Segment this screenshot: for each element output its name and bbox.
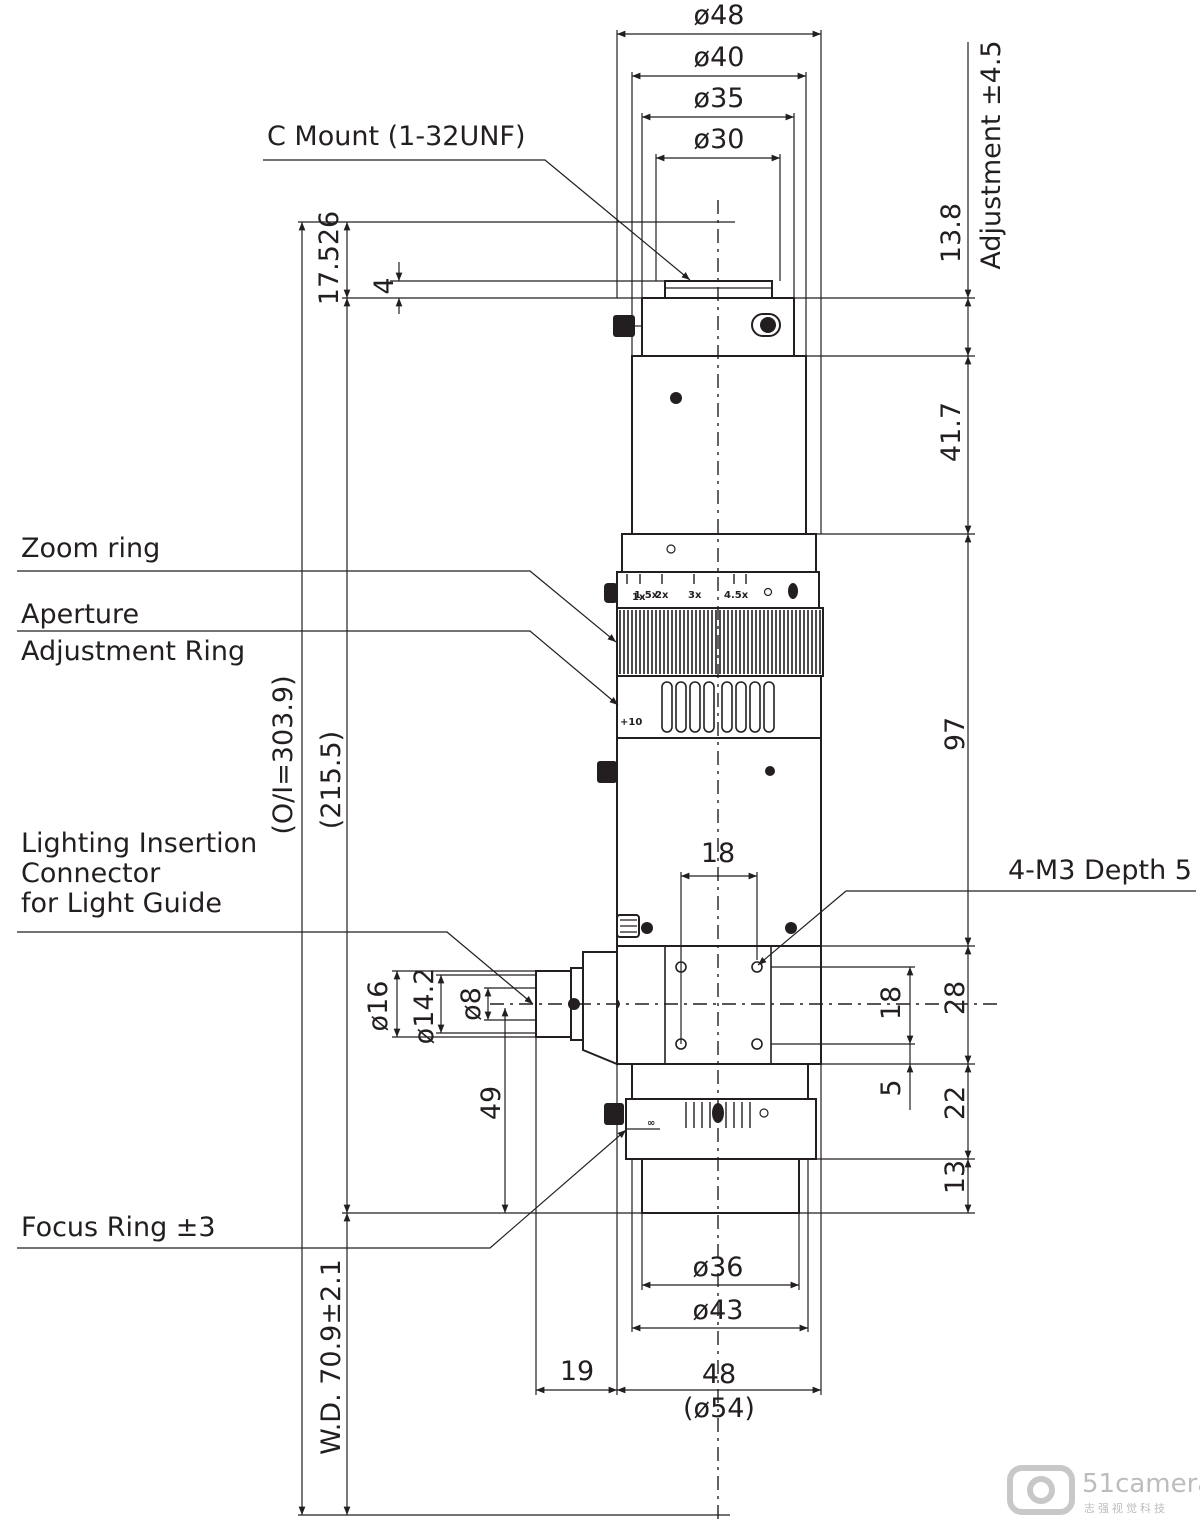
dim-17-526: 17.526 bbox=[314, 211, 345, 305]
front-barrel bbox=[641, 1158, 800, 1214]
dim-oi: (O/I=303.9) bbox=[268, 675, 299, 834]
light-guide-dims: ø16 ø14.2 ø8 49 bbox=[363, 968, 536, 1213]
label-aperture-1: Aperture bbox=[21, 599, 139, 630]
zoom-scale-1x: 1x bbox=[632, 592, 646, 603]
dim-5: 5 bbox=[876, 1079, 907, 1096]
label-lighting-2: Connector bbox=[21, 858, 161, 889]
dim-d43: ø43 bbox=[693, 1295, 744, 1326]
dim-18-vertical: 18 bbox=[876, 986, 907, 1020]
focus-mark: ∞ bbox=[647, 1118, 655, 1129]
dim-215-5: (215.5) bbox=[316, 731, 347, 829]
label-m3-holes: 4-M3 Depth 5 bbox=[1008, 855, 1192, 886]
dim-4: 4 bbox=[369, 277, 400, 294]
focus-collar bbox=[631, 1063, 809, 1100]
dim-wd: W.D. 70.9±2.1 bbox=[316, 1259, 347, 1455]
dim-13-8: 13.8 bbox=[936, 203, 967, 263]
dim-28: 28 bbox=[940, 981, 971, 1015]
dim-adjustment: Adjustment ±4.5 bbox=[976, 40, 1007, 269]
dim-d40: ø40 bbox=[694, 42, 745, 73]
dim-48-bottom: 48 bbox=[702, 1359, 736, 1390]
aperture-mark: +10 bbox=[620, 717, 642, 728]
dim-d14-2: ø14.2 bbox=[409, 968, 440, 1045]
label-lighting-1: Lighting Insertion bbox=[21, 828, 257, 859]
top-diameter-dims: ø48 ø40 ø35 ø30 bbox=[616, 0, 822, 534]
label-zoom-ring: Zoom ring bbox=[21, 533, 160, 564]
dim-d8: ø8 bbox=[456, 987, 487, 1021]
dim-41-7: 41.7 bbox=[936, 402, 967, 462]
light-guide-connector bbox=[535, 951, 618, 1066]
lens-body: 1x 1.5x 2x 3x 4.5x +10 bbox=[535, 280, 824, 1214]
watermark-main: 51camera bbox=[1082, 1469, 1200, 1499]
label-c-mount: C Mount (1-32UNF) bbox=[267, 121, 525, 152]
bottom-diameter-dims: ø36 ø43 19 48 (ø54) bbox=[535, 1037, 822, 1424]
dim-d36: ø36 bbox=[693, 1252, 744, 1283]
label-focus-ring: Focus Ring ±3 bbox=[21, 1212, 216, 1243]
zoom-ring-top bbox=[621, 533, 817, 573]
zoom-scale-4-5x: 4.5x bbox=[724, 590, 749, 601]
dim-97: 97 bbox=[940, 717, 971, 751]
label-aperture-2: Adjustment Ring bbox=[21, 636, 245, 667]
dim-13: 13 bbox=[940, 1160, 971, 1194]
zoom-scale-2x: 2x bbox=[655, 590, 669, 601]
dim-d48-top: ø48 bbox=[694, 0, 745, 31]
dim-d54: (ø54) bbox=[683, 1393, 755, 1424]
watermark-logo: 51camera 志强视觉科技 bbox=[1007, 1465, 1200, 1515]
camera-logo-icon bbox=[1007, 1465, 1075, 1515]
dim-d16: ø16 bbox=[363, 981, 394, 1032]
illuminator-block bbox=[616, 945, 822, 1065]
dim-19: 19 bbox=[560, 1356, 594, 1387]
zoom-scale-3x: 3x bbox=[688, 590, 702, 601]
zoom-scale-1-5x: 1.5x bbox=[634, 590, 659, 601]
dim-d30: ø30 bbox=[694, 124, 745, 155]
callouts: C Mount (1-32UNF) Zoom ring Aperture Adj… bbox=[17, 121, 1196, 1249]
dim-18-horizontal: 18 bbox=[701, 838, 735, 869]
watermark-sub: 志强视觉科技 bbox=[1084, 1501, 1168, 1515]
dim-22: 22 bbox=[940, 1086, 971, 1120]
left-vertical-dims: 17.526 4 (O/I=303.9) (215.5) W.D. 70.9±2… bbox=[268, 211, 735, 1516]
collar-screw bbox=[613, 315, 635, 337]
right-vertical-dims: Adjustment ±4.5 13.8 41.7 97 28 22 13 18… bbox=[680, 40, 1007, 1214]
aperture-ring bbox=[616, 675, 822, 739]
upper-barrel bbox=[631, 355, 807, 535]
label-lighting-3: for Light Guide bbox=[21, 888, 222, 919]
dim-d35: ø35 bbox=[694, 83, 745, 114]
dim-49: 49 bbox=[476, 1086, 507, 1120]
main-body bbox=[616, 737, 822, 947]
